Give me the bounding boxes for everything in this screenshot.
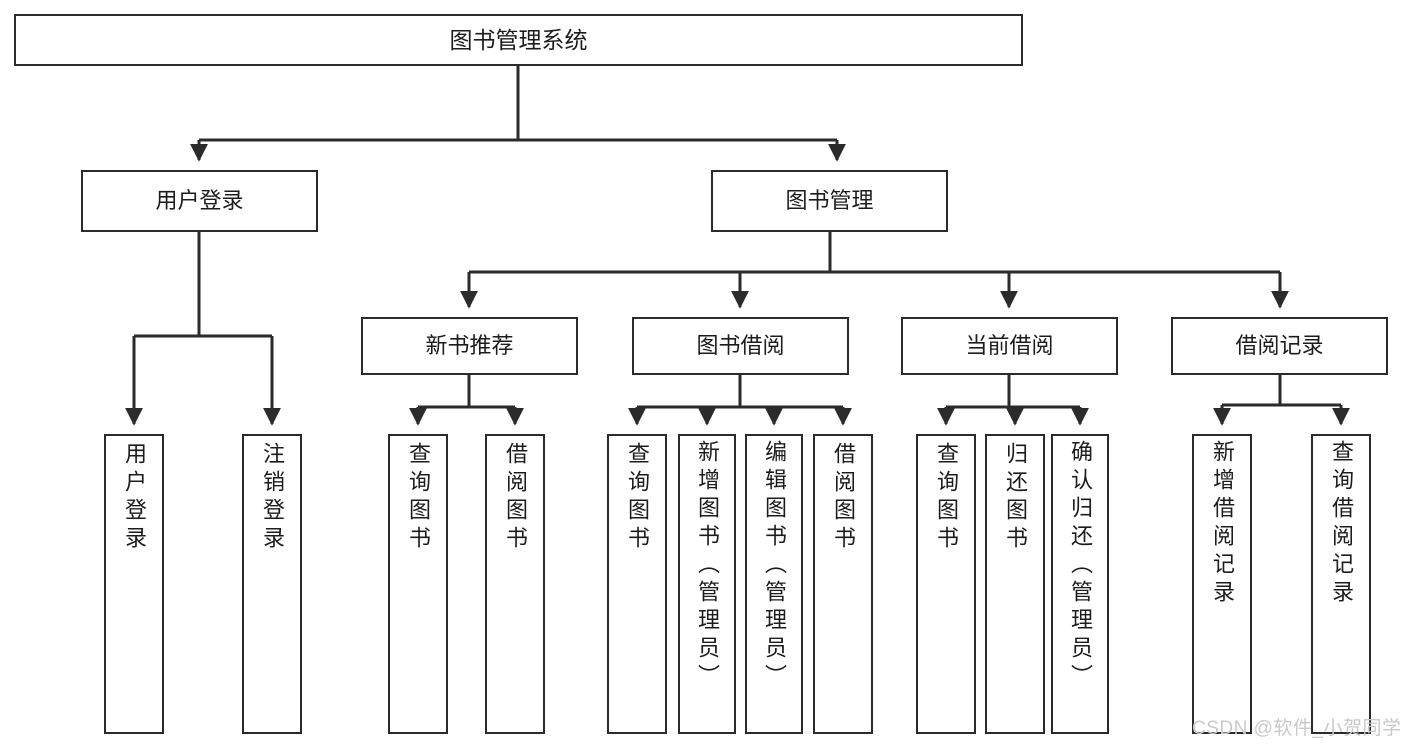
node-leaf-return-book[interactable]: 归还图书 xyxy=(985,434,1045,734)
node-leaf-confirm-return-admin[interactable]: 确认归还（管理员） xyxy=(1051,434,1109,734)
node-leaf-add-borrow-record[interactable]: 新增借阅记录 xyxy=(1192,434,1252,734)
node-leaf-logout-login[interactable]: 注销登录 xyxy=(242,434,302,734)
node-borrow-record[interactable]: 借阅记录 xyxy=(1171,317,1388,375)
node-current-borrow[interactable]: 当前借阅 xyxy=(901,317,1118,375)
node-borrow-record-label: 借阅记录 xyxy=(1235,333,1324,358)
node-leaf-query-book-1[interactable]: 查询图书 xyxy=(388,434,448,734)
node-leaf-borrow-book-2-label: 借阅图书 xyxy=(831,442,856,554)
node-leaf-user-login[interactable]: 用户登录 xyxy=(104,434,164,734)
node-leaf-add-borrow-record-label: 新增借阅记录 xyxy=(1210,440,1235,608)
node-leaf-borrow-book-1-label: 借阅图书 xyxy=(503,442,528,554)
node-leaf-query-book-2-label: 查询图书 xyxy=(625,442,650,554)
node-book-manage-label: 图书管理 xyxy=(785,188,874,213)
node-book-borrow[interactable]: 图书借阅 xyxy=(632,317,849,375)
node-leaf-add-book-admin[interactable]: 新增图书（管理员） xyxy=(678,434,736,734)
node-current-borrow-label: 当前借阅 xyxy=(965,333,1054,358)
node-leaf-borrow-book-1[interactable]: 借阅图书 xyxy=(485,434,545,734)
node-leaf-query-book-3[interactable]: 查询图书 xyxy=(916,434,976,734)
node-book-borrow-label: 图书借阅 xyxy=(696,333,785,358)
node-leaf-edit-book-admin[interactable]: 编辑图书（管理员） xyxy=(745,434,803,734)
node-leaf-return-book-label: 归还图书 xyxy=(1003,442,1028,554)
node-leaf-logout-login-label: 注销登录 xyxy=(260,442,285,554)
node-leaf-query-book-1-label: 查询图书 xyxy=(406,442,431,554)
node-leaf-query-book-3-label: 查询图书 xyxy=(934,442,959,554)
node-leaf-borrow-book-2[interactable]: 借阅图书 xyxy=(813,434,873,734)
node-leaf-edit-book-admin-label: 编辑图书（管理员） xyxy=(762,440,787,692)
node-leaf-add-book-admin-label: 新增图书（管理员） xyxy=(695,440,720,692)
node-leaf-confirm-return-admin-label: 确认归还（管理员） xyxy=(1068,440,1093,692)
node-new-book-recommend[interactable]: 新书推荐 xyxy=(361,317,578,375)
node-new-book-recommend-label: 新书推荐 xyxy=(425,333,514,358)
node-user-login[interactable]: 用户登录 xyxy=(81,170,318,232)
node-leaf-query-borrow-record-label: 查询借阅记录 xyxy=(1329,440,1354,608)
node-book-manage[interactable]: 图书管理 xyxy=(711,170,948,232)
node-root[interactable]: 图书管理系统 xyxy=(14,14,1023,66)
csdn-watermark: CSDN @软件_小贺同学 xyxy=(1192,718,1402,739)
node-leaf-user-login-label: 用户登录 xyxy=(122,442,147,554)
node-user-login-label: 用户登录 xyxy=(155,188,244,213)
node-leaf-query-borrow-record[interactable]: 查询借阅记录 xyxy=(1311,434,1371,734)
node-root-label: 图书管理系统 xyxy=(449,26,588,53)
node-leaf-query-book-2[interactable]: 查询图书 xyxy=(607,434,667,734)
